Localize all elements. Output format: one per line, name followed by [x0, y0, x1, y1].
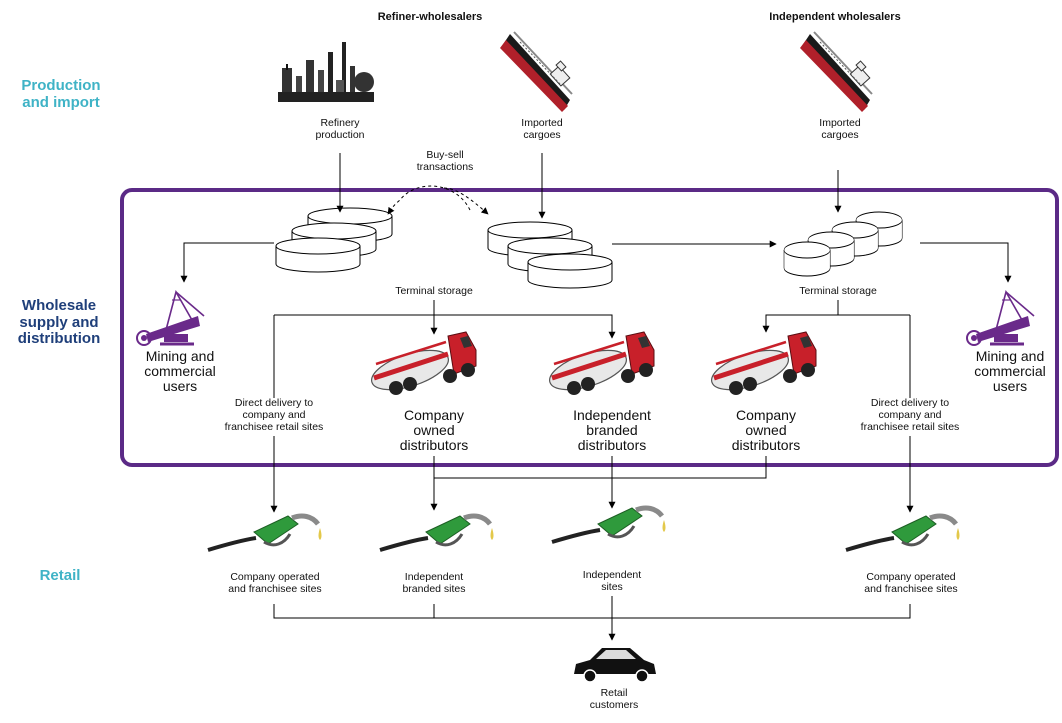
imported-cargoes-label: Imported cargoes [521, 117, 563, 141]
storage-tank-icon [783, 211, 903, 277]
storage-tank-icon [487, 221, 613, 289]
company-distributors-label: Company owned distributors [731, 407, 801, 454]
retail-customers-label: Retail customers [589, 687, 639, 711]
fuel-nozzle-icon [552, 508, 666, 542]
storage-tank-icon [275, 207, 393, 273]
refinery-icon [278, 42, 374, 102]
buy-sell-label: Buy-sell transactions [416, 149, 474, 173]
fuel-nozzle-icon [208, 516, 322, 550]
section-production: Production and import [21, 77, 101, 111]
retail-independent-label: Independent sites [582, 569, 642, 593]
header-independent-wholesalers: Independent wholesalers [769, 11, 901, 23]
flow-lines [180, 153, 1012, 641]
direct-delivery-label: Direct delivery to company and franchise… [832, 397, 988, 434]
section-retail: Retail [39, 567, 81, 584]
mining-excavator-icon [135, 290, 206, 347]
tanker-truck-icon [367, 332, 476, 398]
fuel-nozzle-icon [846, 516, 960, 550]
tanker-ship-icon [499, 31, 573, 113]
retail-company-label: Company operated and franchisee sites [864, 571, 958, 595]
mining-users-label: Mining and commercial users [144, 348, 216, 395]
fuel-nozzle-icon [380, 516, 494, 550]
refinery-label: Refinery production [315, 117, 365, 141]
terminal-storage-label: Terminal storage [799, 285, 877, 297]
tanker-truck-icon [707, 332, 816, 398]
independent-distributors-label: Independent branded distributors [573, 407, 651, 454]
mining-users-label: Mining and commercial users [974, 348, 1046, 395]
imported-cargoes-label: Imported cargoes [819, 117, 861, 141]
direct-delivery-label: Direct delivery to company and franchise… [196, 397, 352, 434]
mining-excavator-icon [965, 290, 1036, 347]
header-refiner-wholesalers: Refiner-wholesalers [377, 11, 483, 23]
terminal-storage-label: Terminal storage [395, 285, 473, 297]
company-distributors-label: Company owned distributors [399, 407, 469, 454]
tanker-truck-icon [545, 332, 654, 398]
wholesale-frame [120, 188, 1059, 467]
retail-company-label: Company operated and franchisee sites [228, 571, 322, 595]
car-icon [574, 648, 656, 683]
section-wholesale: Wholesale supply and distribution [17, 297, 101, 347]
retail-independent-branded-label: Independent branded sites [402, 571, 466, 595]
tanker-ship-icon [799, 31, 873, 113]
